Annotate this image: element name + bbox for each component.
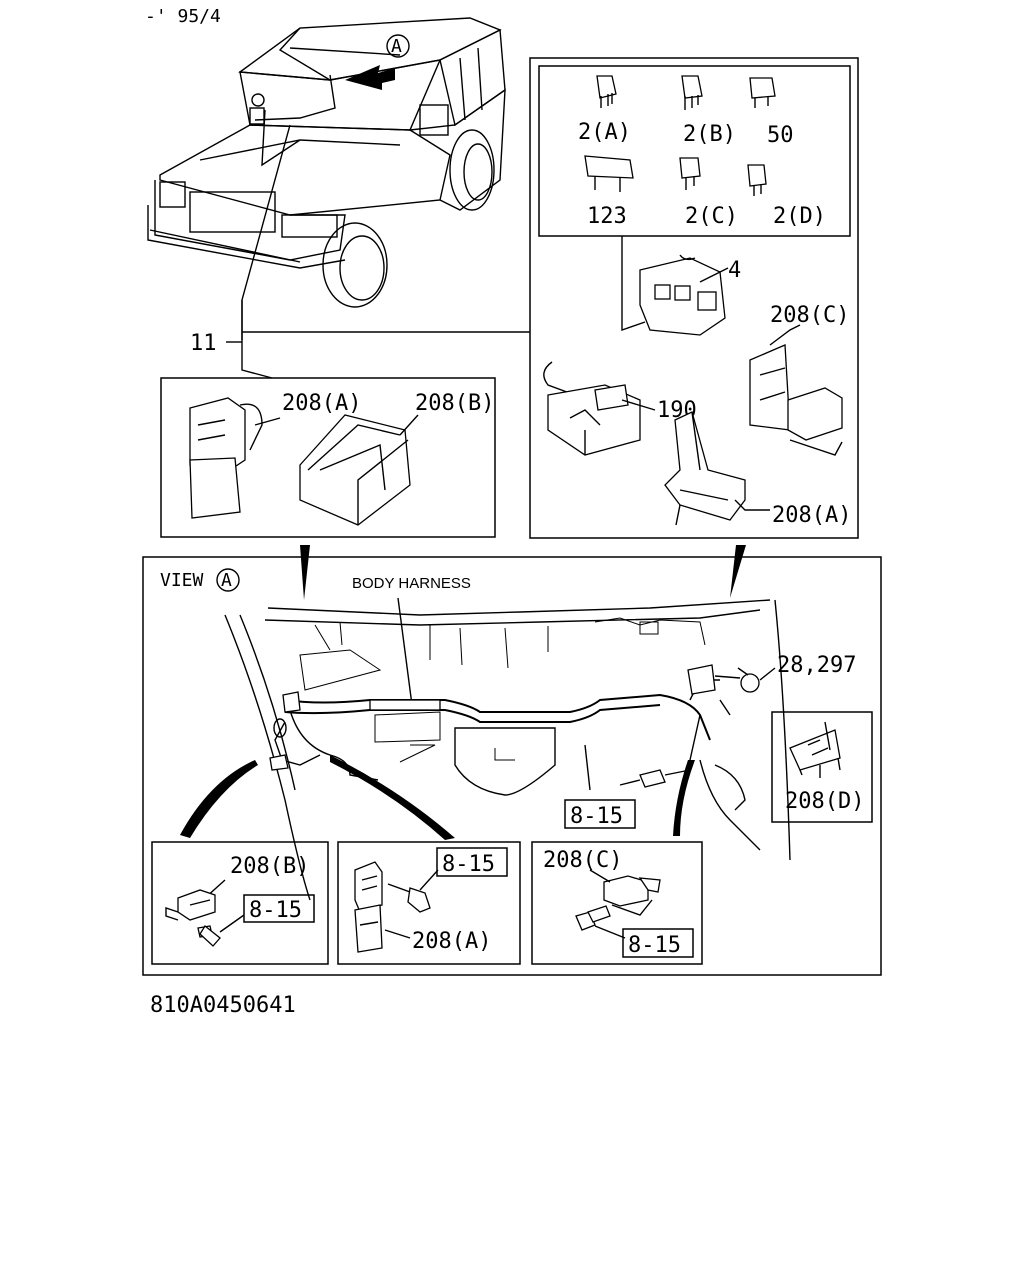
view-title: VIEW	[160, 570, 204, 591]
bracket-208d-icon	[789, 721, 841, 778]
inset-208d-label: 208(D)	[785, 789, 864, 814]
ref-box-view-a	[564, 799, 636, 829]
vehicle-illustration: A	[147, 17, 506, 340]
view-marker-icon	[386, 34, 410, 58]
inset-c	[531, 841, 703, 965]
view-arrow-icon	[345, 65, 395, 90]
fuse-icons	[584, 75, 776, 196]
inset-b-ref-box	[243, 894, 315, 923]
fuse-label-2b: 2(B)	[683, 122, 736, 147]
left-parts-panel	[160, 377, 496, 538]
clip-208a-label: 208(A)	[282, 391, 361, 416]
relay-block-icon	[621, 236, 729, 336]
callout-wedge-right	[730, 545, 746, 598]
bolt-c-icon	[575, 905, 611, 931]
fuse-label-2d: 2(D)	[773, 204, 826, 229]
inset-c-part-label: 208(C)	[543, 848, 622, 873]
bracket-208a-right-label: 208(A)	[772, 503, 851, 528]
holder-208b-icon	[299, 414, 419, 526]
holder-208b-small-icon	[165, 889, 216, 921]
fuse-label-50: 50	[767, 123, 794, 148]
callout-wedge-left	[300, 545, 310, 600]
bolt-b-icon	[197, 925, 221, 947]
bolt-ref-label: 28,297	[777, 653, 856, 678]
relay-190-icon	[543, 361, 656, 456]
callout-arc-c	[673, 760, 695, 836]
bracket-208c-icon	[749, 324, 843, 456]
bracket-208a-icon	[664, 411, 770, 526]
drawing-number: 810A0450641	[150, 993, 296, 1018]
harness-routing	[269, 664, 776, 851]
body-harness-label: BODY HARNESS	[352, 575, 471, 592]
view-marker-label: A	[391, 36, 402, 57]
inset-c-ref-box	[622, 928, 694, 958]
view-a-marker-icon	[216, 568, 240, 592]
main-part-label: 11	[190, 331, 217, 356]
clip-208a-small-icon	[354, 861, 383, 953]
inset-208d	[771, 711, 873, 823]
bolt-a-icon	[387, 883, 431, 913]
ref-box-view-a-label: 8-15	[570, 804, 623, 829]
inset-a	[337, 841, 521, 965]
clip-208a-icon	[189, 397, 281, 519]
callout-arc-b	[180, 760, 258, 838]
inset-a-ref-label: 8-15	[442, 852, 495, 877]
view-a-marker-label: A	[221, 570, 232, 591]
callout-arc-a	[330, 755, 455, 840]
view-a-panel	[142, 556, 882, 976]
relay-block-label: 4	[728, 258, 741, 283]
fuse-label-2c: 2(C)	[685, 204, 738, 229]
dashboard-underside	[224, 599, 791, 901]
inset-a-part-label: 208(A)	[412, 929, 491, 954]
inset-b-part-label: 208(B)	[230, 854, 309, 879]
bracket-208c-label: 208(C)	[770, 303, 849, 328]
holder-208b-label: 208(B)	[415, 391, 494, 416]
inset-c-ref-label: 8-15	[628, 933, 681, 958]
fuse-label-123: 123	[587, 204, 627, 229]
date-code: -' 95/4	[145, 6, 221, 27]
right-parts-panel	[529, 57, 859, 539]
fuse-label-2a: 2(A)	[578, 120, 631, 145]
fuse-box-inset	[538, 65, 851, 237]
inset-b-ref-label: 8-15	[249, 898, 302, 923]
bracket-208c-small-icon	[589, 869, 661, 916]
inset-b	[151, 841, 329, 965]
inset-a-ref-box	[436, 847, 508, 877]
